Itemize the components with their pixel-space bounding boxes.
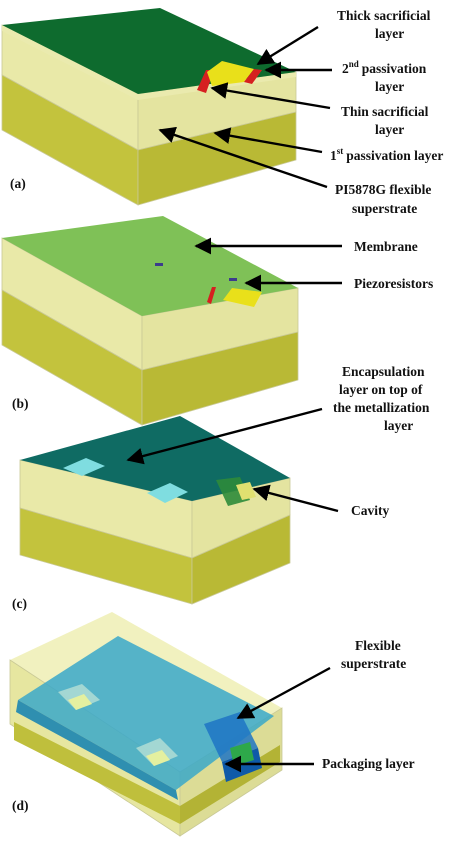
label-membrane: Membrane bbox=[354, 239, 418, 254]
label-superstrate-line1: PI5878G flexible bbox=[335, 182, 431, 197]
panel-d-cup-1-inner bbox=[68, 694, 92, 710]
label-thick-sacrificial-line1: Thick sacrificial bbox=[337, 8, 431, 23]
panel-d-cup-2-inner bbox=[146, 750, 170, 766]
label-flexible-line1: Flexible bbox=[355, 638, 401, 653]
panel-d-packaging-band-left bbox=[14, 722, 180, 824]
arrow-cavity bbox=[252, 484, 339, 513]
label-piezoresistors: Piezoresistors bbox=[354, 276, 433, 291]
label-superstrate-line2: superstrate bbox=[352, 201, 417, 216]
label-thin-sacrificial-line2: layer bbox=[375, 122, 404, 137]
label-1st-sup: st bbox=[337, 146, 344, 156]
panel-c-pad-2 bbox=[147, 483, 188, 503]
panel-b-block bbox=[1, 216, 299, 426]
label-2nd-sup: nd bbox=[349, 59, 359, 69]
arrow-flexible-superstrate bbox=[236, 666, 331, 720]
label-thick-sacrificial-line2: layer bbox=[375, 26, 404, 41]
panel-a-block bbox=[1, 8, 297, 206]
arrow-thick-sacrificial bbox=[256, 25, 319, 66]
label-flexible-line2: superstrate bbox=[341, 656, 406, 671]
panel-d-superstrate-top bbox=[18, 636, 274, 790]
panel-tag-a: (a) bbox=[10, 176, 26, 191]
panel-a-right-face-lower bbox=[137, 111, 297, 206]
panel-d-superstrate-edge bbox=[16, 700, 178, 800]
panel-c-pad-1 bbox=[63, 458, 105, 476]
label-2nd-num: 2 bbox=[342, 61, 349, 76]
panel-c-block bbox=[19, 416, 291, 605]
label-thin-sacrificial-line1: Thin sacrificial bbox=[341, 104, 429, 119]
panel-a-red-edge bbox=[244, 69, 262, 84]
label-2nd-passivation-line2: layer bbox=[375, 79, 404, 94]
panel-c-right-face-lower bbox=[191, 514, 291, 605]
panel-b-piezo-mark-2 bbox=[229, 278, 237, 281]
panel-d-block bbox=[9, 612, 283, 837]
panel-b-piezo-yellow bbox=[223, 288, 262, 307]
panel-tag-d: (d) bbox=[12, 798, 29, 813]
label-1st-rest: passivation layer bbox=[346, 148, 443, 163]
arrow-superstrate bbox=[158, 126, 328, 189]
arrow-encapsulation bbox=[126, 407, 323, 465]
panel-b-piezo-mark-1 bbox=[155, 263, 163, 266]
label-encap-line2: layer on top of bbox=[339, 382, 423, 397]
label-cavity: Cavity bbox=[351, 503, 389, 518]
label-encap-line3: the metallization bbox=[333, 400, 430, 415]
panel-tag-c: (c) bbox=[12, 596, 27, 611]
label-encap-line4: layer bbox=[384, 418, 413, 433]
label-2nd-rest: passivation bbox=[362, 61, 427, 76]
panel-tag-b: (b) bbox=[12, 396, 29, 411]
label-1st-num: 1 bbox=[330, 148, 337, 163]
arrow-thin-sacrificial bbox=[210, 82, 331, 110]
panel-b-right-face-lower bbox=[141, 331, 299, 426]
label-packaging-layer: Packaging layer bbox=[322, 756, 415, 771]
panel-b-top-membrane bbox=[2, 216, 298, 316]
panel-c-cavity-inner bbox=[236, 482, 256, 500]
arrow-1st-passivation bbox=[213, 127, 323, 154]
panel-b-piezo-red bbox=[207, 287, 216, 304]
label-encap-line1: Encapsulation bbox=[342, 364, 425, 379]
panel-a-passivation-patch bbox=[207, 61, 254, 86]
